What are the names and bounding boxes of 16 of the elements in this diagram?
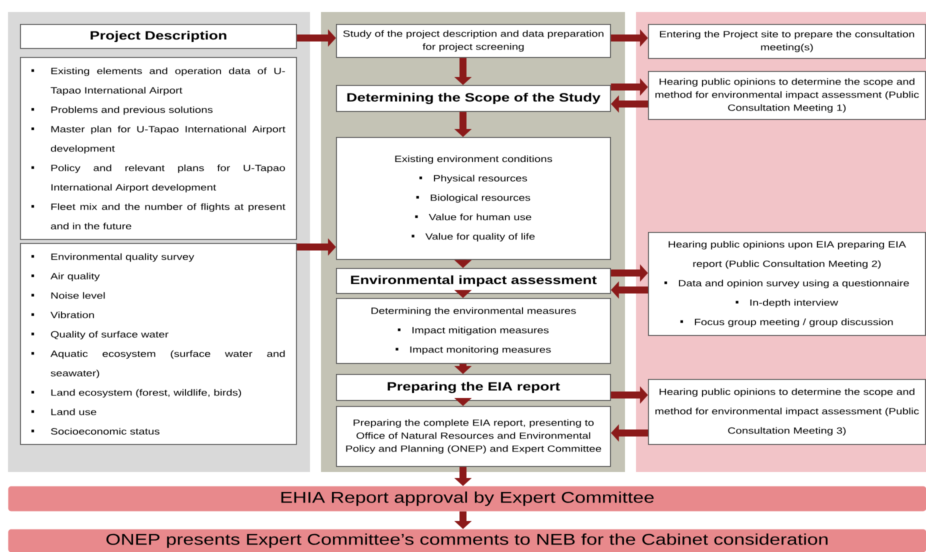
step-heading-box: Determining the Scope of the Study: [336, 85, 611, 112]
bullet-list-box: Existing elements and operation data of U-Tapao International Airport Problems and previous solutions Master plan for U-Tapao International Airport development Policy and relevant plans for U-Tapao International Airport development Fleet mix and the number of flights at present and in the future: [20, 57, 297, 240]
process-box: Preparing the complete EIA report, presenting to Office of Natural Resources and Environmental Policy and Planning (ONEP) and Expert Committee: [336, 406, 611, 467]
consultation-box: Hearing public opinions to determine the scope and method for environmental impact assessment (Public Consultation Meeting 3): [648, 379, 926, 445]
bullet-list-box: Environmental quality survey Air quality Noise level Vibration Quality of surface water Aquatic ecosystem (surface water and seawater) Land ecosystem (forest, wildlife, birds) Land use Socioeconomic status: [20, 243, 297, 445]
consultation-box: Hearing public opinions to determine the scope and method for environmental impact assessment (Public Consultation Meeting 1): [648, 71, 926, 120]
consultation-box: Hearing public opinions upon EIA preparing EIA report (Public Consultation Meeting 2) Data and opinion survey using a questionnaire In-depth interview Focus group meeting / group discussion: [648, 232, 926, 336]
approval-banner: ONEP presents Expert Committee’s comments to NEB for the Cabinet consideration: [8, 529, 926, 552]
approval-banner: EHIA Report approval by Expert Committee: [8, 486, 926, 512]
process-box: Determining the environmental measures Impact mitigation measures Impact monitoring measures: [336, 298, 611, 364]
process-box: Study of the project description and data preparation for project screening: [336, 24, 611, 58]
consultation-box: Entering the Project site to prepare the consultation meeting(s): [648, 24, 926, 59]
title-box: Project Description: [20, 24, 297, 49]
step-heading-box: Preparing the EIA report: [336, 374, 611, 401]
process-box: Existing environment conditions Physical resources Biological resources Value for human use Value for quality of life: [336, 137, 611, 260]
step-heading-box: Environmental impact assessment: [336, 268, 611, 294]
